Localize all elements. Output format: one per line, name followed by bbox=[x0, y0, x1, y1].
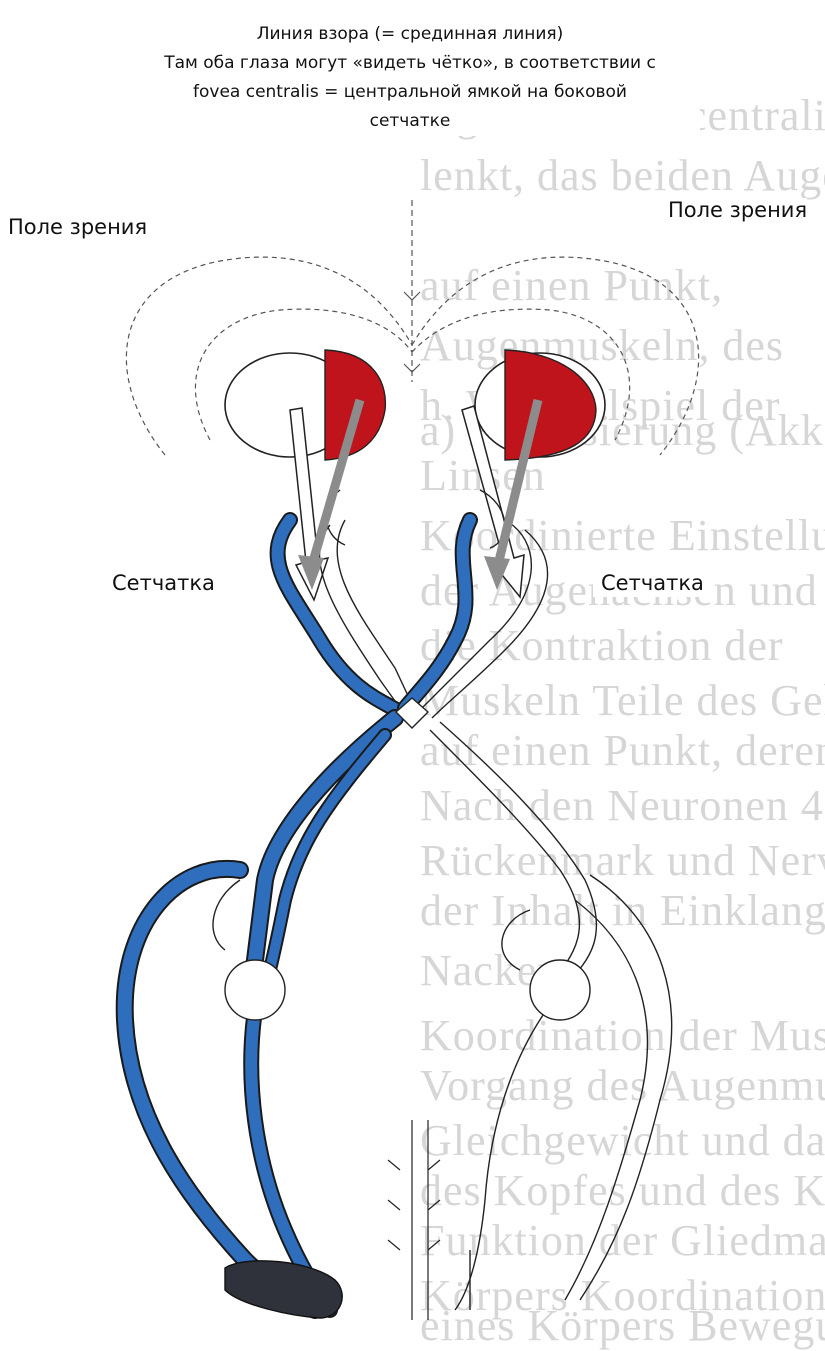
visual-field-label-left: Поле зрения bbox=[8, 215, 147, 239]
line-of-sight-caption: Линия взора (= срединная линия) Там оба … bbox=[120, 20, 700, 136]
caption-line-4: сетчатке bbox=[120, 107, 700, 136]
right-lgn-white bbox=[530, 960, 590, 1020]
visual-field-label-right: Поле зрения bbox=[668, 198, 807, 222]
caption-line-1: Линия взора (= срединная линия) bbox=[120, 20, 700, 49]
spinal-cord-lines bbox=[412, 1120, 428, 1320]
right-optic-tract-white bbox=[430, 730, 579, 990]
dark-nucleus bbox=[225, 1261, 342, 1318]
caption-line-3: fovea centralis = центральной ямкой на б… bbox=[120, 78, 700, 107]
retina-label-right: Сетчатка bbox=[593, 569, 712, 597]
caption-line-2: Там оба глаза могут «видеть чётко», в со… bbox=[120, 49, 700, 78]
left-lgn-white bbox=[225, 960, 285, 1020]
right-lateral-tract-white bbox=[580, 875, 672, 1300]
retina-label-left: Сетчатка bbox=[104, 569, 223, 597]
